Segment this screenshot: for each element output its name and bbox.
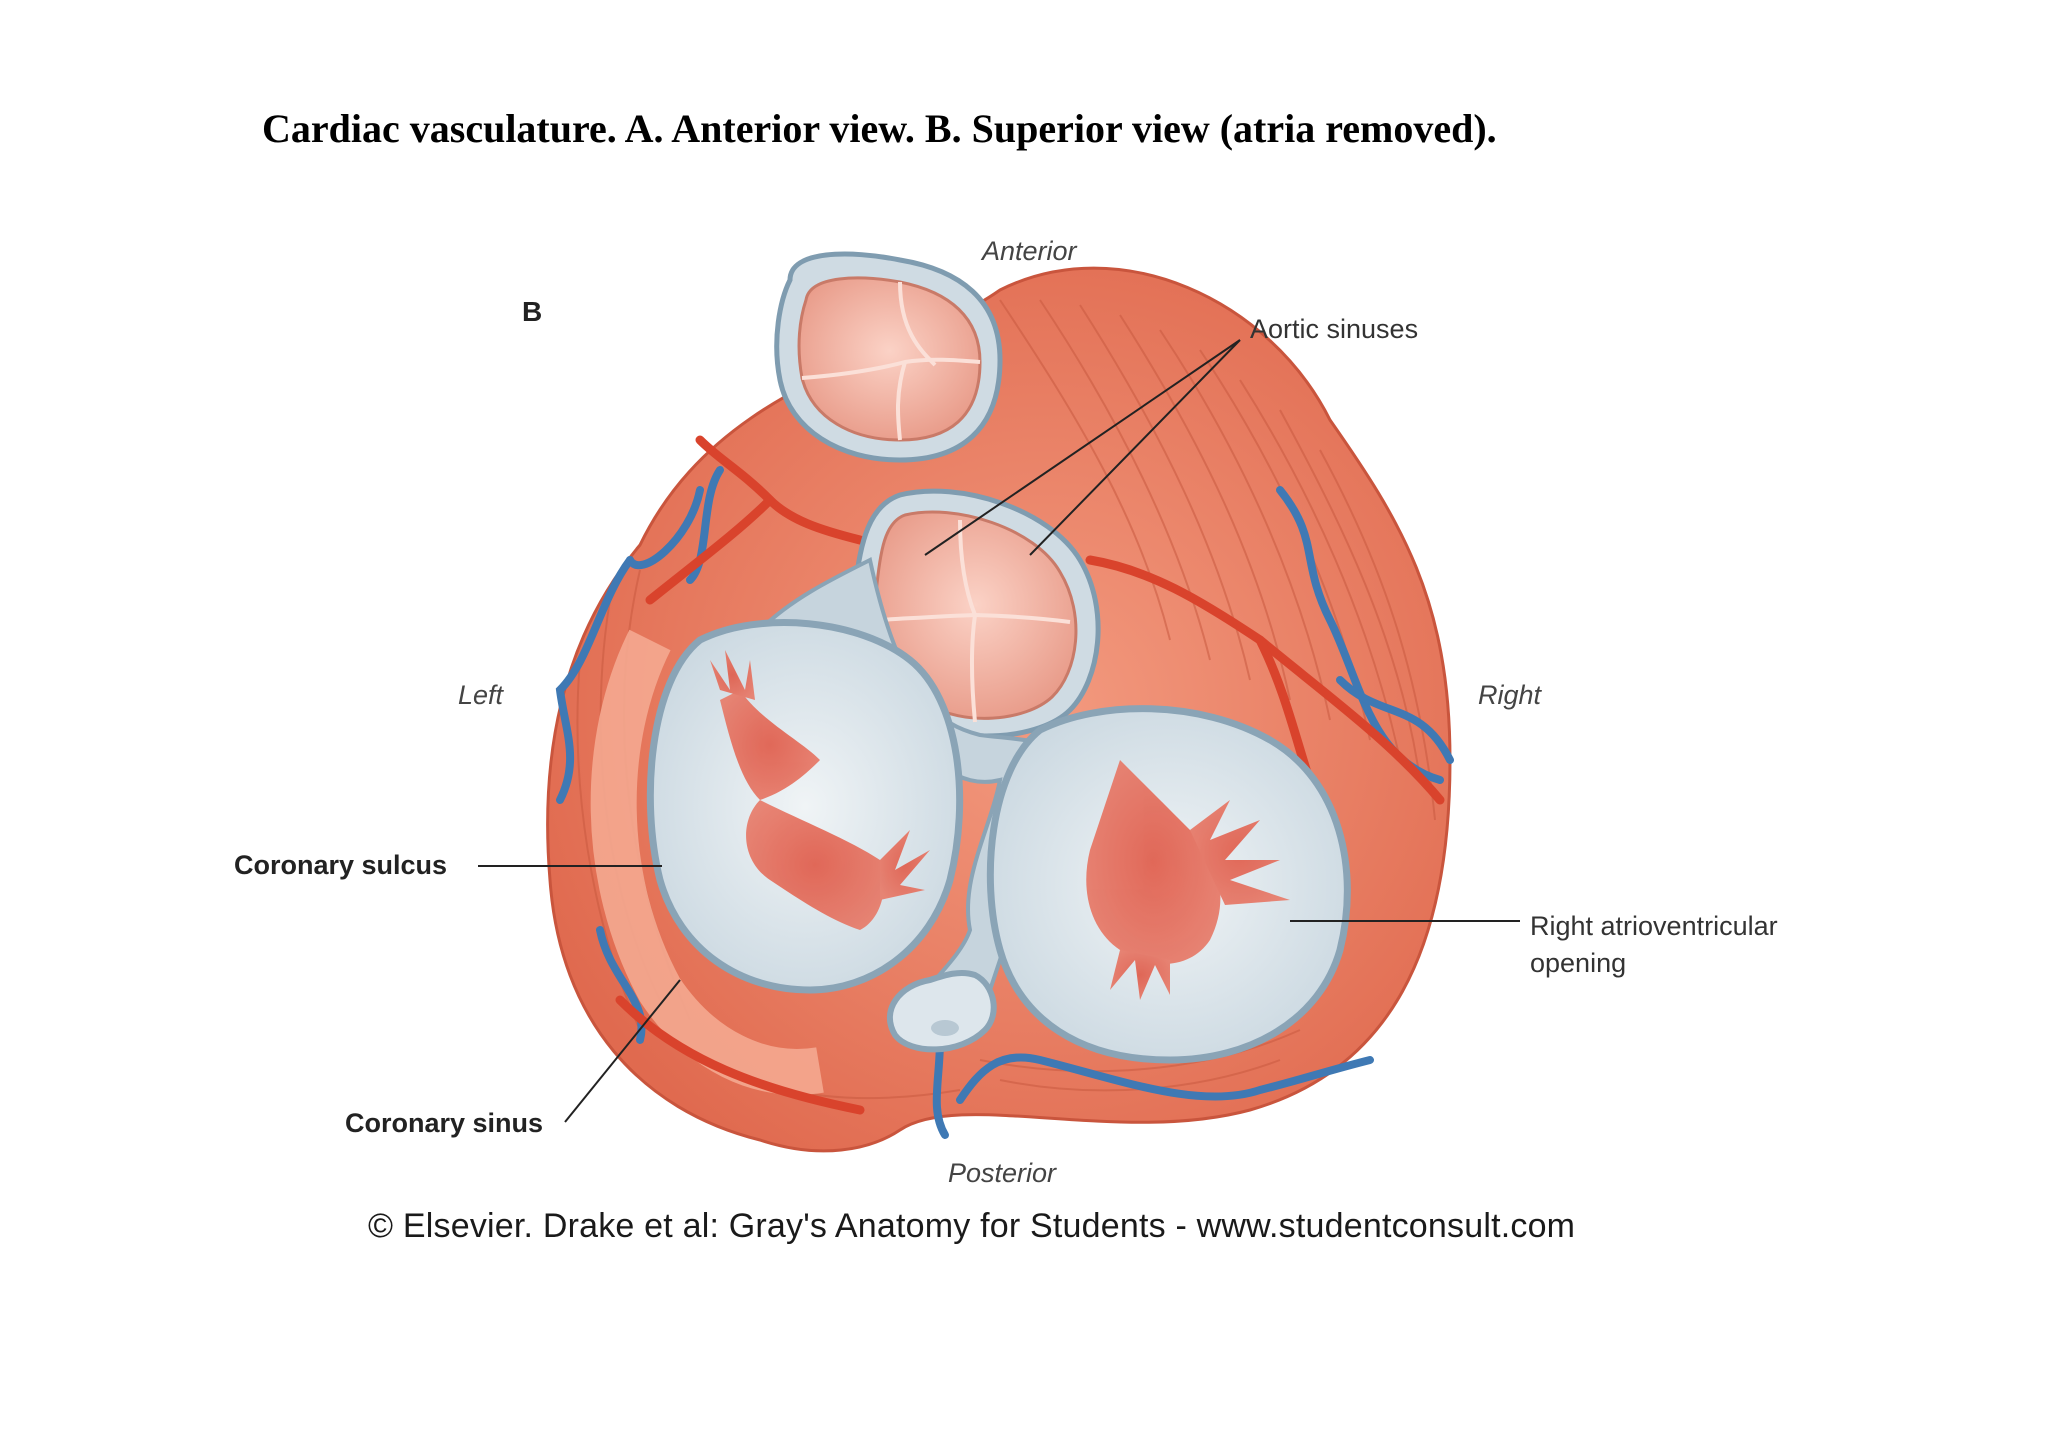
orientation-right: Right	[1478, 680, 1542, 710]
left-papillary-muscles	[710, 650, 930, 930]
right-papillary-muscles	[1086, 760, 1290, 1000]
coronary-sulcus-groove	[590, 629, 824, 1095]
label-coronary-sulcus: Coronary sulcus	[234, 850, 448, 880]
orientation-posterior: Posterior	[948, 1158, 1057, 1188]
orientation-anterior: Anterior	[982, 236, 1077, 266]
right-av-opening	[986, 705, 1351, 1064]
left-av-opening	[646, 619, 964, 994]
panel-letter: B	[522, 296, 543, 327]
copyright-credit: © Elsevier. Drake et al: Gray's Anatomy …	[368, 1207, 1576, 1245]
orientation-left: Left	[458, 680, 504, 710]
pulmonary-valve	[774, 251, 1003, 463]
leader-lines	[478, 339, 1520, 1123]
label-aortic-sinuses: Aortic sinuses	[1250, 314, 1419, 344]
label-coronary-sinus: Coronary sinus	[345, 1108, 544, 1138]
label-right-av-opening: Right atrioventricular opening	[1530, 911, 1778, 978]
page-title: Cardiac vasculature. A. Anterior view. B…	[262, 106, 1497, 151]
coronary-sinus-opening	[887, 969, 997, 1053]
